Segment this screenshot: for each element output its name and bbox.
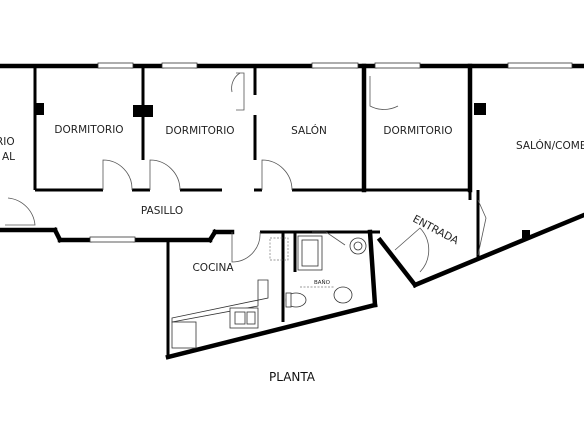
room-label-entrada: ENTRADA <box>411 213 462 247</box>
room-label-cocina: COCINA <box>192 262 234 274</box>
room-label-dormitorio-principal: RIO AL <box>0 136 18 163</box>
windows <box>89 62 573 243</box>
kitchen-fixtures <box>171 237 289 349</box>
bathroom-fixtures <box>285 235 367 308</box>
walls <box>0 63 584 360</box>
doors <box>5 72 487 273</box>
room-label-dormitorio-2: DORMITORIO <box>165 125 234 137</box>
plan-title: PLANTA <box>269 370 316 384</box>
room-label-dormitorio-3: DORMITORIO <box>383 125 452 137</box>
room-label-dormitorio-1: DORMITORIO <box>54 124 123 136</box>
room-label-pasillo: PASILLO <box>141 205 183 217</box>
room-labels: RIO AL DORMITORIO DORMITORIO SALÓN DORMI… <box>0 124 584 286</box>
room-label-bano: BAÑO <box>314 279 331 286</box>
room-label-salon-comedor: SALÓN/COMEDOR <box>516 139 584 152</box>
room-label-salon: SALÓN <box>291 124 327 137</box>
